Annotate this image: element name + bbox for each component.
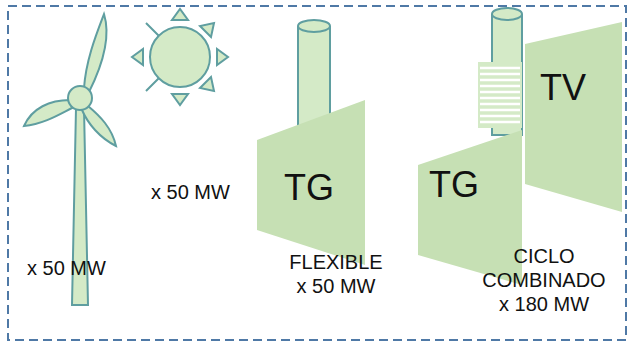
- boiler-stripe: [480, 109, 520, 112]
- capacity-label: CICLO COMBINADO x 180 MW: [478, 244, 610, 316]
- turbine-label: TV: [540, 70, 586, 106]
- boiler-stripe: [480, 67, 520, 70]
- turbine-label: TG: [284, 170, 334, 206]
- wind-turbine: [24, 14, 116, 305]
- trapezoid-outline: [418, 130, 522, 285]
- boiler-stripe: [480, 73, 520, 76]
- turbine-shape: TG: [418, 130, 522, 285]
- boiler-stripe: [480, 103, 520, 106]
- turbine-shape: TV: [525, 22, 622, 212]
- boiler-stripe: [480, 79, 520, 82]
- boiler-stripe: [480, 91, 520, 94]
- boiler-stripe: [480, 121, 520, 124]
- turbine-label: TG: [429, 167, 479, 203]
- stack: [298, 20, 330, 130]
- heat-recovery-boiler: [478, 62, 522, 128]
- boiler-stripe: [480, 85, 520, 88]
- boiler-stripe: [480, 97, 520, 100]
- capacity-label: x 50 MW: [151, 180, 230, 204]
- sun-icon: [132, 9, 228, 105]
- turbine-shape: TG: [257, 100, 365, 265]
- trapezoid-outline: [525, 22, 622, 212]
- capacity-label: FLEXIBLE x 50 MW: [286, 250, 386, 298]
- boiler-stripe: [480, 115, 520, 118]
- dashed-border: [8, 6, 626, 340]
- capacity-label: x 50 MW: [27, 256, 106, 280]
